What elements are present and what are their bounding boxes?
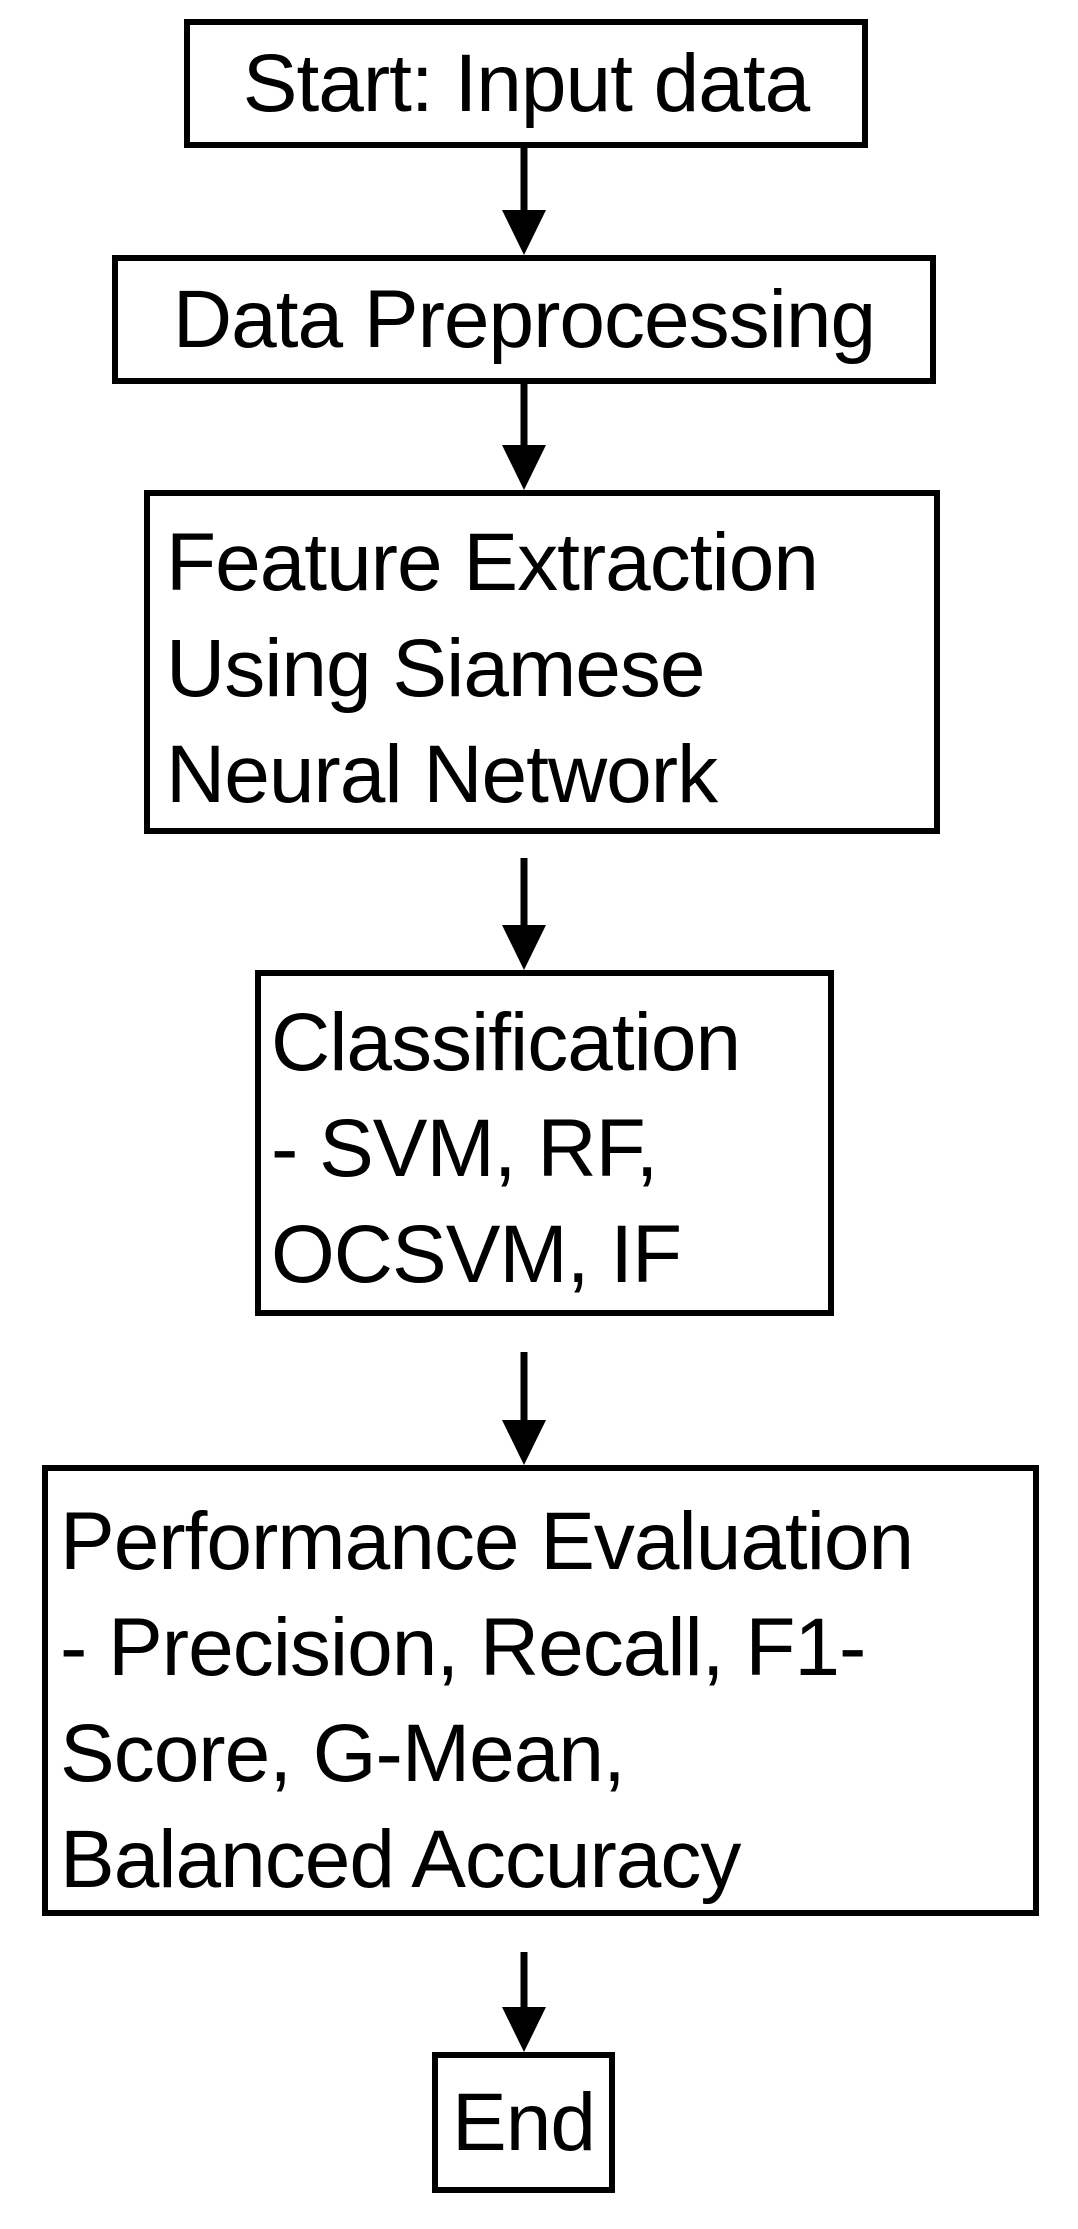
performance-evaluation-line-1: Performance Evaluation [60, 1496, 914, 1587]
start-node: Start: Input data [184, 19, 868, 148]
performance-evaluation-line-2: - Precision, Recall, F1- [60, 1602, 866, 1693]
feature-extraction-line-2: Using Siamese [166, 623, 705, 714]
classification-line-3: OCSVM, IF [271, 1209, 682, 1300]
arrow-evaluation-to-end [502, 1952, 546, 2052]
classification-line-1: Classification [271, 997, 741, 1088]
preprocessing-node: Data Preprocessing [112, 255, 936, 384]
performance-evaluation-node: Performance Evaluation - Precision, Reca… [42, 1465, 1039, 1916]
feature-extraction-node: Feature Extraction Using Siamese Neural … [144, 490, 940, 834]
classification-node: Classification - SVM, RF, OCSVM, IF [255, 970, 834, 1316]
performance-evaluation-line-3: Score, G-Mean, [60, 1708, 626, 1799]
arrow-preprocessing-to-feature-extraction [502, 384, 546, 490]
feature-extraction-line-1: Feature Extraction [166, 517, 819, 608]
classification-line-2: - SVM, RF, [271, 1103, 658, 1194]
preprocessing-node-label: Data Preprocessing [172, 274, 876, 365]
end-node-label: End [452, 2077, 596, 2168]
feature-extraction-line-3: Neural Network [166, 729, 718, 820]
arrow-feature-extraction-to-classification [502, 858, 546, 970]
start-node-label: Start: Input data [242, 38, 811, 129]
end-node: End [432, 2052, 615, 2193]
arrow-classification-to-evaluation [502, 1352, 546, 1465]
performance-evaluation-line-4: Balanced Accuracy [60, 1814, 741, 1905]
arrow-start-to-preprocessing [502, 148, 546, 255]
